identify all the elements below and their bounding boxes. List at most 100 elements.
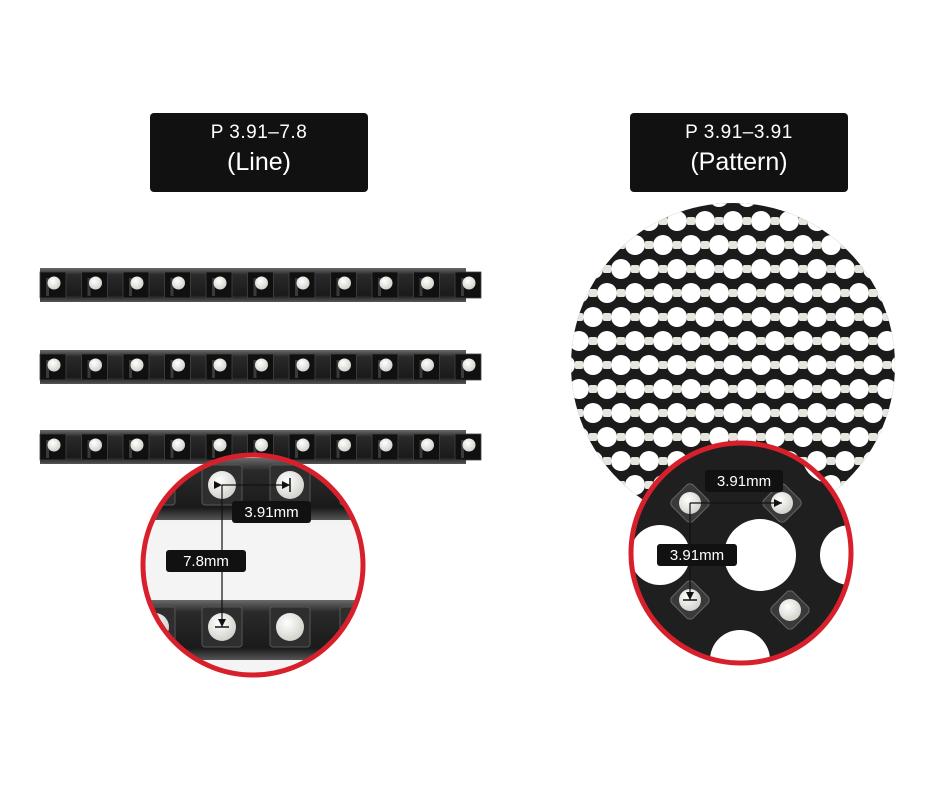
pattern-led: [589, 193, 597, 201]
led-dot: [172, 358, 185, 372]
pattern-led: [561, 481, 569, 489]
horizontal-pitch-tag: 3.91mm: [232, 501, 311, 523]
perforation-hole: [779, 211, 799, 231]
led-dot: [255, 438, 268, 452]
perforation-hole: [863, 547, 883, 567]
perforation-hole: [639, 211, 659, 231]
perforation-hole: [709, 203, 729, 207]
perforation-hole: [527, 259, 547, 279]
pattern-led: [603, 313, 611, 321]
pattern-led: [729, 193, 737, 201]
pattern-led: [687, 217, 695, 225]
perforation-hole: [751, 403, 771, 423]
led-dot: [421, 358, 434, 372]
perforation-hole: [891, 547, 911, 567]
led-dot: [296, 438, 310, 452]
perforation-hole: [863, 163, 883, 183]
perforation-hole: [583, 451, 603, 471]
pattern-led: [827, 313, 835, 321]
perforation-hole: [527, 499, 547, 519]
perforation-hole: [639, 163, 659, 183]
pattern-led: [603, 505, 611, 513]
pattern-led: [827, 361, 835, 369]
pattern-led: [645, 241, 653, 249]
pattern-led: [911, 553, 919, 561]
pattern-led: [911, 505, 919, 513]
perforation-hole: [821, 203, 841, 207]
pattern-led: [813, 433, 821, 441]
pattern-led: [771, 409, 779, 417]
perforation-hole: [571, 499, 575, 519]
magnified-hole: [724, 519, 796, 591]
pattern-led: [533, 385, 541, 393]
perforation-hole: [821, 235, 841, 255]
pattern-led: [547, 409, 555, 417]
perforation-hole: [695, 259, 715, 279]
led-dot: [47, 276, 61, 290]
perforation-hole: [611, 499, 631, 519]
perforation-hole: [765, 203, 785, 207]
perforation-hole: [583, 307, 603, 327]
pattern-led: [757, 337, 765, 345]
perforation-hole: [597, 203, 617, 207]
pattern-led: [827, 409, 835, 417]
pattern-led: [757, 289, 765, 297]
perforation-hole: [737, 235, 757, 255]
led-dot: [172, 276, 185, 290]
perforation-hole: [919, 499, 928, 519]
perforation-hole: [541, 379, 561, 399]
perforation-hole: [639, 403, 659, 423]
pattern-led: [575, 505, 583, 513]
pattern-led: [729, 433, 737, 441]
perforation-hole: [919, 451, 928, 471]
perforation-hole: [709, 379, 729, 399]
pattern-led: [547, 553, 555, 561]
pattern-led: [715, 361, 723, 369]
perforation-hole: [513, 523, 533, 543]
pattern-type-subtitle: (Pattern): [690, 148, 788, 176]
pattern-led: [603, 217, 611, 225]
pattern-led: [575, 217, 583, 225]
pattern-led: [575, 361, 583, 369]
pattern-led: [533, 481, 541, 489]
perforation-hole: [527, 211, 547, 231]
pattern-led: [519, 457, 527, 465]
pattern-led: [603, 553, 611, 561]
line-magnifier: 3.91mm 7.8mm: [140, 452, 366, 678]
pattern-led: [841, 481, 849, 489]
pattern-led: [673, 385, 681, 393]
line-type-subtitle: (Line): [227, 148, 291, 176]
perforation-hole: [835, 403, 855, 423]
pattern-led: [631, 217, 639, 225]
perforation-hole: [835, 259, 855, 279]
pattern-led: [757, 385, 765, 393]
pattern-led: [911, 169, 919, 177]
pattern-led: [533, 241, 541, 249]
perforation-hole: [639, 307, 659, 327]
perforation-hole: [807, 259, 827, 279]
led-dot: [462, 438, 476, 452]
perforation-hole: [919, 211, 928, 231]
perforation-hole: [571, 427, 589, 447]
pattern-led: [673, 289, 681, 297]
perforation-hole: [849, 331, 869, 351]
perforation-hole: [793, 203, 813, 207]
perforation-hole: [765, 331, 785, 351]
pattern-led: [645, 385, 653, 393]
perforation-hole: [653, 331, 673, 351]
pattern-led: [617, 289, 625, 297]
perforation-hole: [821, 379, 841, 399]
perforation-hole: [571, 235, 589, 255]
perforation-hole: [541, 427, 561, 447]
pattern-led: [813, 241, 821, 249]
pattern-led: [855, 553, 863, 561]
pattern-led: [603, 265, 611, 273]
perforation-hole: [835, 355, 855, 375]
pattern-led: [841, 385, 849, 393]
pattern-led: [589, 337, 597, 345]
led-dot: [47, 358, 61, 372]
perforation-hole: [709, 235, 729, 255]
perforation-hole: [625, 475, 645, 495]
perforation-hole: [863, 499, 883, 519]
svg-text:7.8mm: 7.8mm: [183, 553, 229, 570]
